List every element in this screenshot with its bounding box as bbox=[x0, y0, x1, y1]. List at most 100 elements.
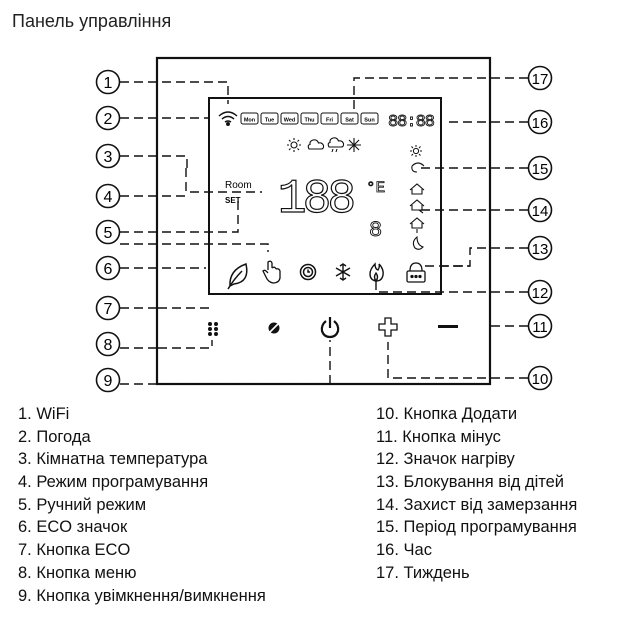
callout-12-number: 12 bbox=[532, 285, 549, 302]
sleep-moon-icon bbox=[412, 235, 425, 250]
day-box-mon bbox=[240, 112, 259, 125]
callout-9-number: 9 bbox=[104, 373, 113, 390]
callout-17-circle bbox=[527, 65, 553, 91]
callout-6-number: 6 bbox=[104, 261, 113, 278]
legend-item-12: 12. Значок нагріву bbox=[376, 450, 515, 469]
legend-item-3: 3. Кімнатна температура bbox=[18, 450, 208, 469]
callout-15-circle bbox=[527, 155, 553, 181]
callout-11-number: 11 bbox=[532, 319, 548, 336]
legend-item-16: 16. Час bbox=[376, 541, 432, 560]
weather-icons bbox=[287, 137, 361, 153]
legend-item-5: 5. Ручний режим bbox=[18, 495, 147, 514]
callout-11-circle bbox=[527, 313, 553, 339]
legend-item-1: 1. WiFi bbox=[18, 405, 70, 423]
rain-cloud-icon bbox=[327, 137, 345, 153]
callout-2-circle bbox=[95, 105, 121, 131]
snowflake-icon bbox=[347, 138, 361, 152]
away-home-icon bbox=[409, 199, 425, 214]
callout-3-number: 3 bbox=[104, 149, 113, 166]
sun-icon bbox=[287, 138, 301, 152]
callout-2-number: 2 bbox=[104, 111, 113, 128]
room-temperature-digits: 188 bbox=[278, 173, 354, 227]
callout-9-circle bbox=[95, 367, 121, 393]
sun-small-icon bbox=[410, 145, 422, 157]
legend-item-2: 2. Погода bbox=[18, 427, 91, 446]
callout-4-circle bbox=[95, 183, 121, 209]
fan-snow-icon bbox=[335, 263, 351, 281]
callout-8-circle bbox=[95, 331, 121, 357]
day-box-tue bbox=[260, 112, 279, 125]
child-lock-icon bbox=[406, 262, 426, 283]
day-box-wed bbox=[280, 112, 299, 125]
cloud-icon bbox=[307, 139, 325, 150]
thermostat-diagram: 1 2 3 4 5 6 7 8 9 17 16 15 14 13 12 11 1… bbox=[95, 56, 553, 393]
legend-item-13: 13. Блокування від дітей bbox=[376, 473, 565, 492]
frost-protection-icon bbox=[409, 217, 425, 233]
leader-lines bbox=[120, 77, 528, 385]
callout-10-number: 10 bbox=[532, 371, 549, 388]
callout-5-circle bbox=[95, 219, 121, 245]
callout-16-number: 16 bbox=[532, 115, 549, 132]
legend-item-17: 17. Тиждень bbox=[376, 563, 470, 582]
home-icon bbox=[409, 183, 425, 195]
right-callouts: 17 16 15 14 13 12 11 10 bbox=[527, 65, 553, 391]
callout-14-circle bbox=[527, 197, 553, 223]
clock-display: 88:88 bbox=[388, 113, 435, 132]
callout-13-number: 13 bbox=[532, 241, 549, 258]
heating-flame-icon bbox=[369, 262, 384, 282]
callout-5-number: 5 bbox=[104, 225, 113, 242]
callout-4-number: 4 bbox=[104, 189, 113, 206]
lcd-screen bbox=[208, 97, 442, 295]
legend-item-15: 15. Період програмування bbox=[376, 518, 577, 537]
day-label-mon: Mon bbox=[244, 118, 256, 124]
day-label-thu: Thu bbox=[304, 118, 314, 124]
day-label-fri: Fri bbox=[326, 118, 334, 124]
panel-title: Панель управління bbox=[12, 11, 172, 31]
day-label-sat: Sat bbox=[345, 118, 354, 124]
wifi-icon bbox=[218, 111, 238, 126]
callout-3-circle bbox=[95, 143, 121, 169]
callout-16-circle bbox=[527, 109, 553, 135]
day-box-thu bbox=[300, 112, 319, 125]
legend-item-14: 14. Захист від замерзання bbox=[376, 495, 578, 514]
power-button-icon[interactable] bbox=[320, 317, 340, 339]
legend-item-7: 7. Кнопка ECO bbox=[18, 541, 131, 560]
day-box-fri bbox=[320, 112, 339, 125]
callout-7-number: 7 bbox=[104, 301, 113, 318]
decimal-digit: 8 bbox=[369, 218, 382, 243]
menu-button-icon[interactable] bbox=[208, 322, 218, 336]
celsius-unit: °E bbox=[366, 179, 385, 197]
program-clock-icon bbox=[299, 263, 317, 281]
legend-item-8: 8. Кнопка меню bbox=[18, 563, 137, 582]
day-label-wed: Wed bbox=[284, 118, 296, 124]
day-box-sun bbox=[360, 112, 379, 125]
legend-item-10: 10. Кнопка Додати bbox=[376, 405, 518, 423]
legend-left: 1. WiFi 2. Погода 3. Кімнатна температур… bbox=[18, 403, 266, 607]
callout-1-number: 1 bbox=[104, 75, 113, 92]
day-box-sat bbox=[340, 112, 359, 125]
legend-item-9: 9. Кнопка увімкнення/вимкнення bbox=[18, 586, 266, 605]
legend-right: 10. Кнопка Додати 11. Кнопка мінус 12. З… bbox=[376, 403, 577, 585]
plus-button-icon[interactable] bbox=[378, 317, 398, 337]
legend-item-4: 4. Режим програмування bbox=[18, 473, 209, 492]
callout-1-circle bbox=[95, 69, 121, 95]
minus-button-icon[interactable] bbox=[438, 325, 458, 328]
callout-14-number: 14 bbox=[532, 203, 549, 220]
callout-10-circle bbox=[527, 365, 553, 391]
manual-hand-icon bbox=[262, 260, 281, 284]
set-label: SET bbox=[225, 196, 241, 205]
day-label-sun: Sun bbox=[364, 118, 375, 124]
callout-15-number: 15 bbox=[532, 161, 549, 178]
callout-13-circle bbox=[527, 235, 553, 261]
room-label: Room bbox=[225, 180, 252, 191]
day-label-tue: Tue bbox=[265, 118, 274, 124]
callout-12-circle bbox=[527, 279, 553, 305]
eco-button-icon[interactable] bbox=[268, 322, 280, 334]
callout-17-number: 17 bbox=[532, 71, 549, 88]
moon-icon bbox=[411, 162, 425, 173]
day-indicators: Mon Tue Wed Thu Fri Sat Sun bbox=[240, 112, 379, 125]
legend-item-6: 6. ECO значок bbox=[18, 518, 128, 537]
callout-8-number: 8 bbox=[104, 337, 113, 354]
legend-item-11: 11. Кнопка мінус bbox=[376, 427, 501, 446]
callout-6-circle bbox=[95, 255, 121, 281]
